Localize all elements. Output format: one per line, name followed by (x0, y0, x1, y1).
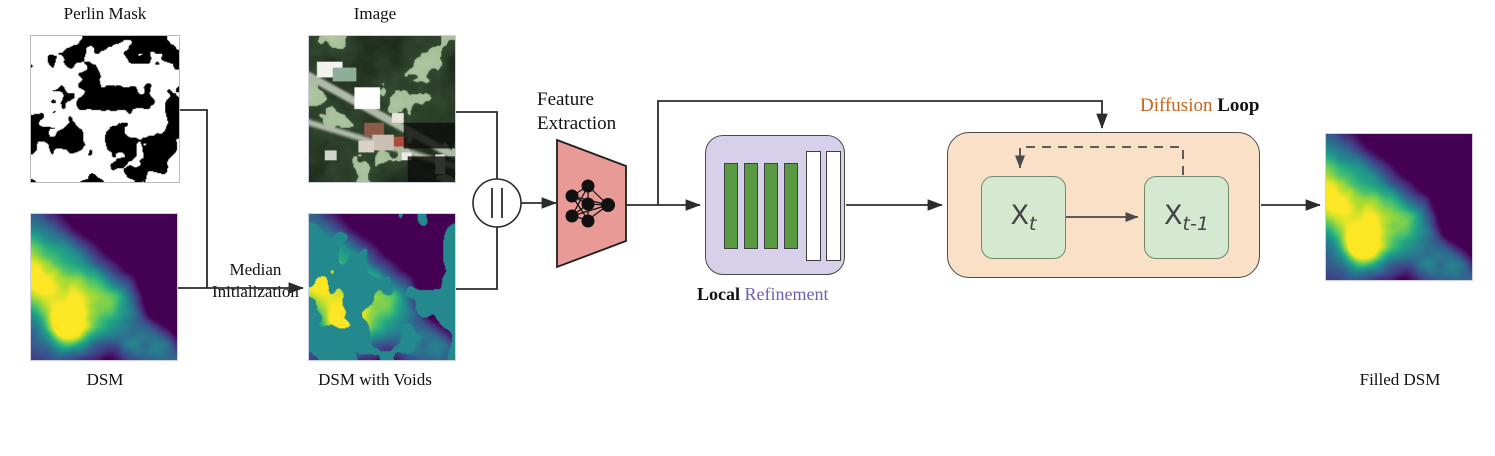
edge-perlin-to-median (180, 109, 208, 288)
local-refinement-label: Local Refinement (697, 284, 828, 305)
feature-extraction-line1: Feature (537, 89, 594, 110)
edge-image-to-concat (456, 111, 498, 180)
median-initialization-label: Median Initialization (212, 259, 299, 303)
feature-extraction-label: Feature Extraction (537, 88, 616, 136)
concat-node (472, 178, 522, 228)
caption-image: Image (353, 4, 397, 23)
local-refinement-label-plain: Local (697, 284, 740, 304)
edge-voids-to-concat (456, 227, 498, 290)
feature-extraction-encoder[interactable] (556, 138, 627, 269)
feature-extraction-line2: Extraction (537, 112, 617, 134)
local-refinement-block[interactable] (705, 135, 845, 275)
local-refinement-label-accent: Refinement (744, 284, 829, 304)
diffusion-loop-label-plain: Loop (1217, 95, 1260, 116)
thumbnail-dsm-with-voids (308, 213, 456, 361)
conv-bar-green-3 (764, 163, 778, 249)
conv-bar-green-2 (744, 163, 758, 249)
fc-bar-white-2 (826, 151, 841, 261)
thumbnail-filled-dsm (1325, 133, 1473, 281)
diffusion-loop-label-accent: Diffusion (1140, 95, 1213, 116)
caption-dsm-with-voids: DSM with Voids (318, 370, 432, 389)
state-label-xt-1: Xt-1 (1164, 200, 1209, 235)
caption-perlin-mask: Perlin Mask (63, 4, 147, 23)
state-box-xt-1[interactable]: Xt-1 (1144, 176, 1229, 259)
diffusion-loop-label: Diffusion Loop (1140, 95, 1259, 117)
caption-filled-dsm: Filled DSM (1359, 370, 1441, 389)
conv-bar-green-1 (724, 163, 738, 249)
thumbnail-rgb-image (308, 35, 456, 183)
mlp-edges (571, 185, 609, 221)
conv-bar-green-4 (784, 163, 798, 249)
state-box-xt[interactable]: Xt (981, 176, 1066, 259)
caption-dsm: DSM (86, 370, 124, 389)
thumbnail-perlin-mask (30, 35, 180, 183)
state-label-xt: Xt (1010, 200, 1037, 235)
median-initialization-line2: Initialization (212, 282, 299, 302)
diffusion-loop-block[interactable]: Xt Xt-1 (947, 132, 1260, 278)
thumbnail-dsm (30, 213, 178, 361)
median-initialization-line1: Median (229, 260, 282, 279)
mlp-nodes (565, 179, 615, 228)
fc-bar-white-1 (806, 151, 821, 261)
